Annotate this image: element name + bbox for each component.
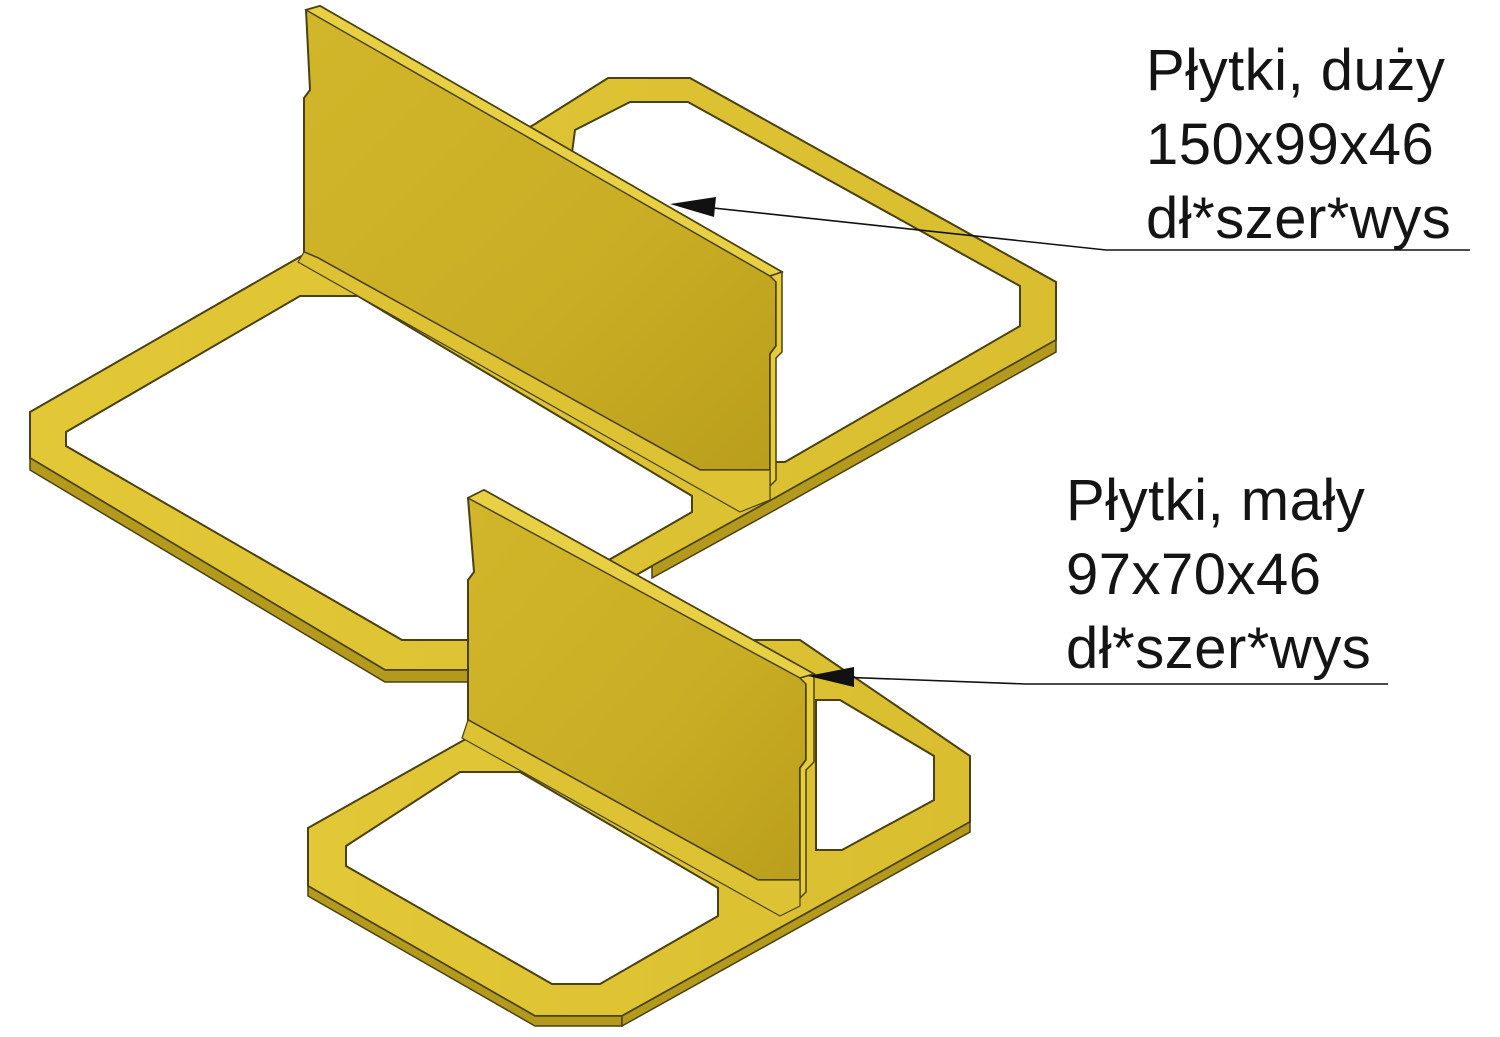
callout-small-name: Płytki, mały [1066, 468, 1366, 533]
small-spacer-base-edge-right [621, 820, 971, 1028]
small-spacer-wall-end [798, 673, 815, 900]
large-spacer-wall-end [768, 270, 783, 488]
small-spacer [307, 488, 971, 1028]
callout-large: Płytki, duży 150x99x46 dł*szer*wys [1146, 34, 1451, 256]
callout-large-name: Płytki, duży [1146, 38, 1446, 103]
large-spacer [29, 4, 1057, 683]
large-spacer-wall-fillet [297, 251, 771, 513]
arrowhead-small [808, 667, 854, 687]
callout-small: Płytki, mały 97x70x46 dł*szer*wys [1066, 464, 1371, 686]
arrowhead-large [670, 197, 716, 217]
leader-line-large [670, 197, 1470, 251]
callout-small-dimensions: 97x70x46 [1066, 542, 1322, 607]
callout-small-dimension-order: dł*szer*wys [1066, 616, 1372, 681]
large-spacer-base-edge-right [651, 338, 1057, 580]
leader-line-small [808, 667, 1388, 687]
callout-large-dimension-order: dł*szer*wys [1146, 186, 1452, 251]
callout-large-dimensions: 150x99x46 [1146, 112, 1435, 177]
small-spacer-wall-fillet [461, 719, 801, 917]
